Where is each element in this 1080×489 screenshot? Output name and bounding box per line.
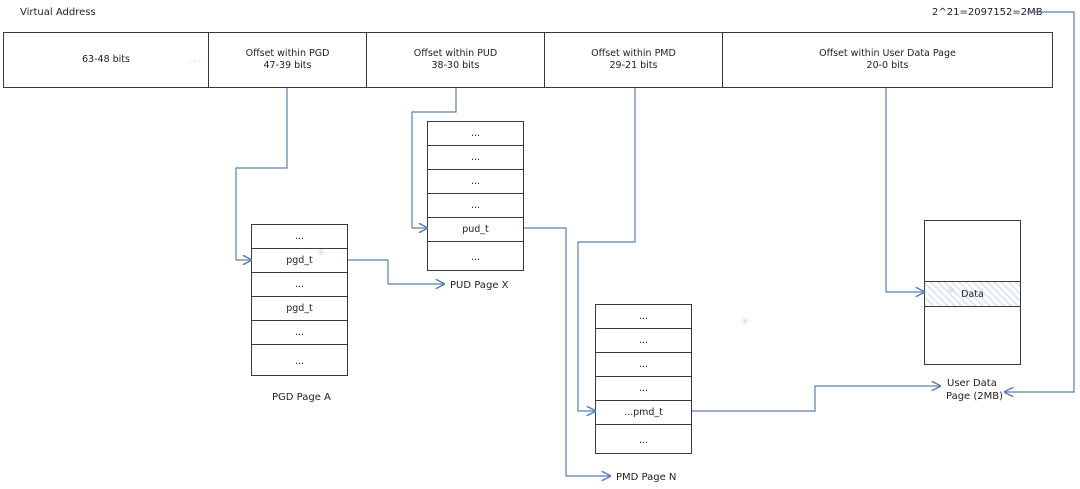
pud-cell: ...	[428, 170, 523, 194]
watermark: ◎	[948, 286, 955, 294]
pud-cell: pud_t	[428, 218, 523, 242]
pgd-cell: ...	[294, 355, 305, 367]
pgd-cell: pgd_t	[252, 297, 347, 321]
pud-cell: ...	[428, 146, 523, 170]
user-data-page-label-line2: Page (2MB)	[946, 391, 1004, 402]
pud-cell: ...	[428, 194, 523, 218]
watermark: ◦◦◦	[188, 58, 202, 66]
field-pud-offset-bits: 38-30 bits	[431, 60, 480, 71]
field-pmd-offset-bits: 29-21 bits	[609, 60, 658, 71]
pud-table: ... ... ... ... pud_t ...	[427, 121, 524, 271]
arrow-pgd-offset	[235, 88, 288, 260]
watermark: ◎	[742, 317, 749, 325]
field-pmd-offset: Offset within PMD 29-21 bits	[545, 33, 723, 87]
arrow-pud-offset	[411, 88, 457, 228]
arrow-size-note	[1005, 11, 1075, 392]
field-pgd-offset-bits: 47-39 bits	[263, 60, 312, 71]
watermark: ◎	[318, 248, 325, 256]
field-pud-offset-name: Offset within PUD	[413, 48, 498, 59]
pmd-cell: ...pmd_t	[596, 401, 691, 425]
data-cell: Data	[925, 281, 1020, 307]
pgd-cell: pgd_t	[252, 249, 347, 273]
field-data-offset-name: Offset within User Data Page	[819, 48, 956, 59]
pgd-table-label: PGD Page A	[272, 392, 331, 403]
diagram-title: Virtual Address	[20, 7, 96, 18]
arrow-pud-to-pmd	[524, 227, 610, 476]
field-data-offset: Offset within User Data Page 20-0 bits	[723, 33, 1052, 87]
pmd-cell: ...	[596, 305, 691, 329]
pud-cell: ...	[428, 122, 523, 146]
field-data-offset-bits: 20-0 bits	[866, 60, 909, 71]
pmd-cell: ...	[596, 377, 691, 401]
arrow-pmd-to-data	[692, 386, 940, 412]
pmd-cell: ...	[596, 329, 691, 353]
pmd-table: ... ... ... ... ...pmd_t ...	[595, 304, 692, 454]
user-data-page: Data	[924, 220, 1021, 365]
user-data-page-label-line1: User Data	[947, 378, 997, 389]
pgd-table: ... pgd_t ... pgd_t ... ...	[251, 224, 348, 376]
pmd-cell: ...	[638, 434, 649, 446]
pud-table-label: PUD Page X	[450, 280, 509, 291]
pgd-cell: ...	[252, 273, 347, 297]
virtual-address-bar: 63-48 bits Offset within PGD 47-39 bits …	[3, 32, 1053, 88]
arrow-pgd-to-pud	[348, 259, 444, 284]
size-note: 2^21=2097152=2MB	[932, 7, 1043, 18]
pgd-cell: ...	[252, 321, 347, 345]
field-pmd-offset-name: Offset within PMD	[591, 48, 676, 59]
field-63-48: 63-48 bits	[4, 33, 209, 87]
arrow-data-offset	[885, 88, 924, 292]
field-pud-offset: Offset within PUD 38-30 bits	[367, 33, 545, 87]
pmd-cell: ...	[596, 353, 691, 377]
field-63-48-label: 63-48 bits	[82, 54, 130, 65]
pmd-table-label: PMD Page N	[616, 472, 677, 483]
arrow-pmd-offset	[577, 88, 636, 411]
field-pgd-offset: Offset within PGD 47-39 bits	[209, 33, 367, 87]
field-pgd-offset-name: Offset within PGD	[245, 48, 330, 59]
pud-cell: ...	[470, 251, 481, 263]
pgd-cell: ...	[252, 225, 347, 249]
